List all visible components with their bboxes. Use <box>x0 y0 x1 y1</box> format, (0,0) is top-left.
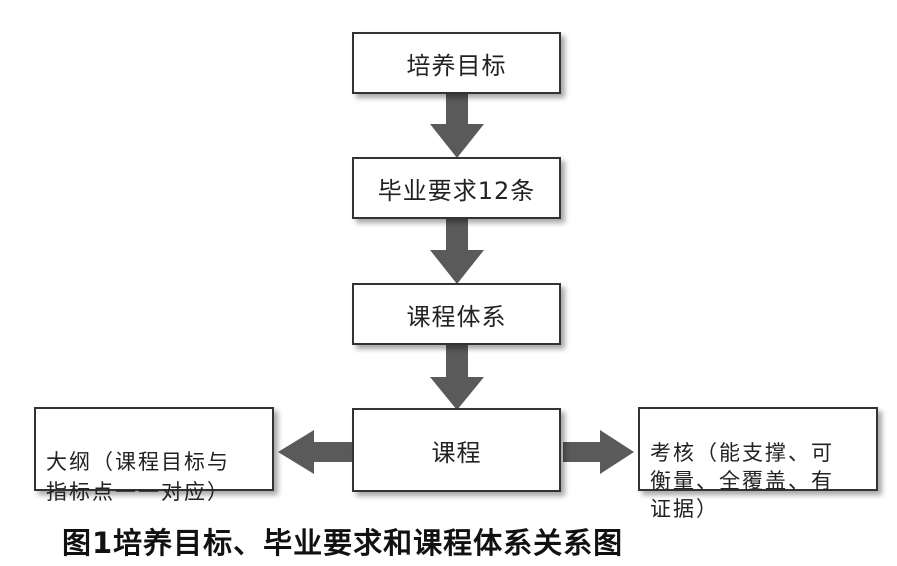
node-graduation-requirements: 毕业要求12条 <box>352 157 561 219</box>
node-course-label: 课程 <box>431 438 482 467</box>
arrow-goal-to-gradreq <box>430 92 484 158</box>
node-graduation-requirements-label: 毕业要求12条 <box>377 176 536 205</box>
node-curriculum-system: 课程体系 <box>352 283 561 345</box>
node-course: 课程 <box>352 408 561 492</box>
node-training-goal-label: 培养目标 <box>406 51 507 80</box>
node-assessment-label: 考核（能支撑、可 衡量、全覆盖、有 证据） <box>650 441 834 521</box>
arrow-curriculum-to-course <box>430 345 484 410</box>
arrow-gradreq-to-curriculum <box>430 218 484 284</box>
node-curriculum-system-label: 课程体系 <box>406 302 507 331</box>
arrow-course-to-assessment <box>563 430 634 474</box>
node-training-goal: 培养目标 <box>352 32 561 94</box>
arrow-course-to-syllabus <box>278 430 353 474</box>
figure-caption: 图1培养目标、毕业要求和课程体系关系图 <box>62 526 624 560</box>
node-assessment: 考核（能支撑、可 衡量、全覆盖、有 证据） <box>638 407 878 521</box>
node-syllabus-label: 大纲（课程目标与 指标点一一对应） <box>46 450 230 504</box>
node-syllabus: 大纲（课程目标与 指标点一一对应） <box>34 407 274 504</box>
